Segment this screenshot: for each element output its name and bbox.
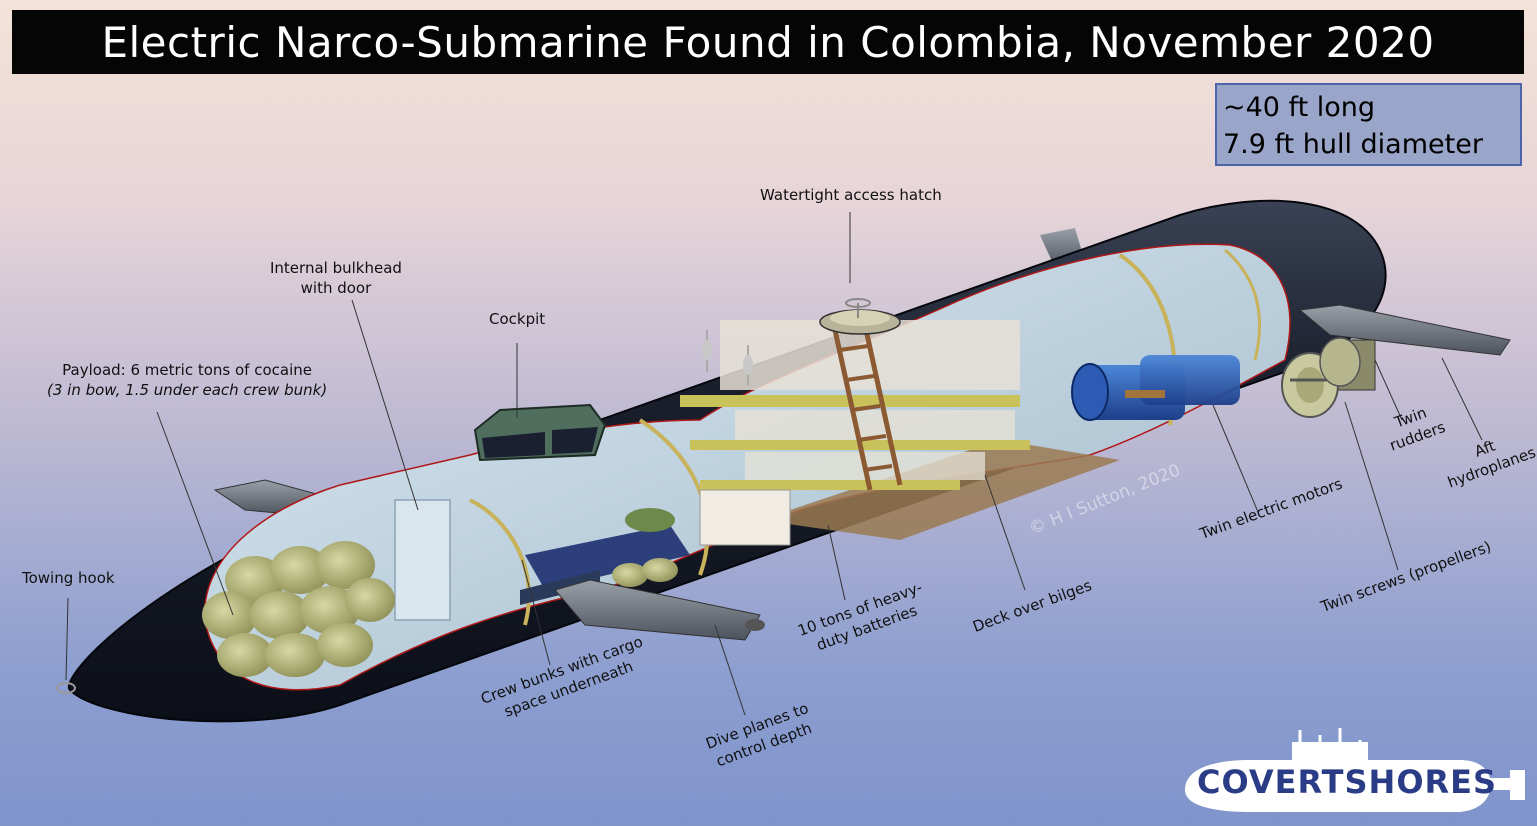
logo-name: COVERTSHORES — [1197, 763, 1498, 801]
leader-lines — [65, 212, 1483, 716]
label-cockpit: Cockpit — [489, 310, 546, 328]
crew-bunk — [520, 508, 690, 605]
cocaine-bales — [202, 541, 678, 677]
aft-hydroplanes — [1298, 304, 1511, 356]
logo-submarine-icon — [1185, 728, 1525, 812]
cockpit — [473, 403, 607, 462]
logo-url: www.hisutton.com — [1262, 797, 1410, 811]
watertight-hatch — [819, 298, 901, 335]
label-payload: Payload: 6 metric tons of cocaine (3 in … — [47, 361, 328, 399]
label-internal-bulkhead: Internal bulkhead with door — [270, 259, 402, 297]
ladder — [832, 324, 903, 491]
cutaway-interior — [202, 243, 1291, 691]
diameter-text: 7.9 ft hull diameter — [1223, 129, 1483, 160]
label-watertight-hatch: Watertight access hatch — [760, 186, 942, 204]
towing-hook — [56, 682, 76, 694]
label-towing-hook: Towing hook — [22, 569, 115, 587]
title-bar: Electric Narco-Submarine Found in Colomb… — [12, 10, 1524, 74]
vent-masts — [702, 330, 753, 385]
length-text: ~40 ft long — [1223, 92, 1376, 123]
dive-plane — [554, 579, 765, 641]
dimensions-box: ~40 ft long 7.9 ft hull diameter — [1215, 83, 1522, 166]
rudders-propellers — [1281, 337, 1376, 418]
electric-motors — [1071, 355, 1240, 421]
page-title: Electric Narco-Submarine Found in Colomb… — [101, 17, 1435, 67]
